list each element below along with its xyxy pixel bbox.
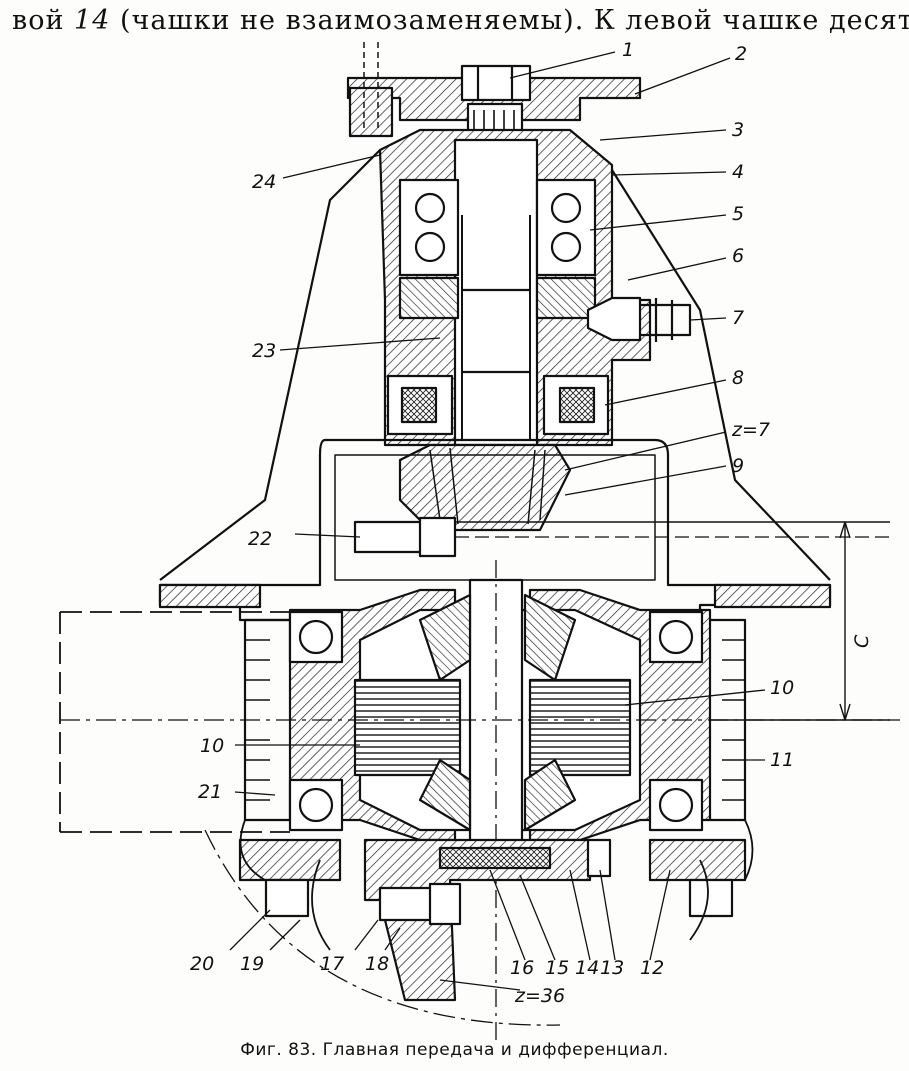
breather-plug xyxy=(586,296,642,342)
text-fragment-rest: (чашки не взаимозаменяемы). К левой чашк… xyxy=(120,5,909,36)
bolt-18 xyxy=(378,882,462,926)
callout-z7: z=7 xyxy=(731,419,770,441)
callout-11: 11 xyxy=(770,749,794,771)
callout-3: 3 xyxy=(732,119,744,141)
callout-21: 21 xyxy=(198,781,222,803)
callout-22: 22 xyxy=(248,528,272,550)
callout-6: 6 xyxy=(732,245,744,267)
bearing-cap-left xyxy=(238,838,342,882)
callout-13: 13 xyxy=(600,957,624,979)
text-fragment-start: вой xyxy=(12,5,65,36)
callout-2: 2 xyxy=(735,43,747,65)
pinion-nut xyxy=(460,64,532,102)
callout-20: 20 xyxy=(190,953,214,975)
callout-23: 23 xyxy=(252,340,276,362)
callout-14: 14 xyxy=(575,957,599,979)
planet-gear-top xyxy=(418,593,472,682)
callout-24: 24 xyxy=(252,171,276,193)
leader-lines xyxy=(229,51,766,991)
callout-7: 7 xyxy=(732,307,744,329)
callout-12: 12 xyxy=(640,957,664,979)
callout-19: 19 xyxy=(240,953,264,975)
callout-4: 4 xyxy=(732,161,744,183)
callout-8: 8 xyxy=(732,367,744,389)
side-gear-right xyxy=(528,678,632,777)
callout-z36: z=36 xyxy=(514,985,565,1007)
seal-left xyxy=(243,618,290,822)
bearing-cap-right xyxy=(648,838,747,882)
left-half-shaft xyxy=(59,611,290,833)
lock-plate xyxy=(586,838,612,878)
callout-10l: 10 xyxy=(200,735,224,757)
callout-1: 1 xyxy=(622,39,634,61)
callout-10r: 10 xyxy=(770,677,794,699)
pinion-shaft xyxy=(461,215,531,440)
callout-16: 16 xyxy=(510,957,534,979)
callout-5: 5 xyxy=(732,203,744,225)
callout-18: 18 xyxy=(365,953,389,975)
planet-gear-bottom xyxy=(418,758,472,832)
side-gear-left xyxy=(353,678,462,777)
callout-c: C xyxy=(851,634,873,648)
bolt-22 xyxy=(353,516,457,558)
housing-cone xyxy=(159,149,831,581)
seal-right xyxy=(710,618,747,822)
callout-9: 9 xyxy=(732,455,744,477)
top-left-bolt xyxy=(348,86,394,138)
figure-caption: Фиг. 83. Главная передача и дифференциал… xyxy=(240,1040,669,1060)
drive-pinion xyxy=(398,443,572,532)
text-fragment-number: 14 xyxy=(74,5,111,36)
callout-15: 15 xyxy=(545,957,569,979)
text-fragment: вой 14 (чашки не взаимозаменяемы). К лев… xyxy=(12,4,909,38)
callout-17: 17 xyxy=(320,953,344,975)
ring-gear-arc xyxy=(204,829,561,1026)
